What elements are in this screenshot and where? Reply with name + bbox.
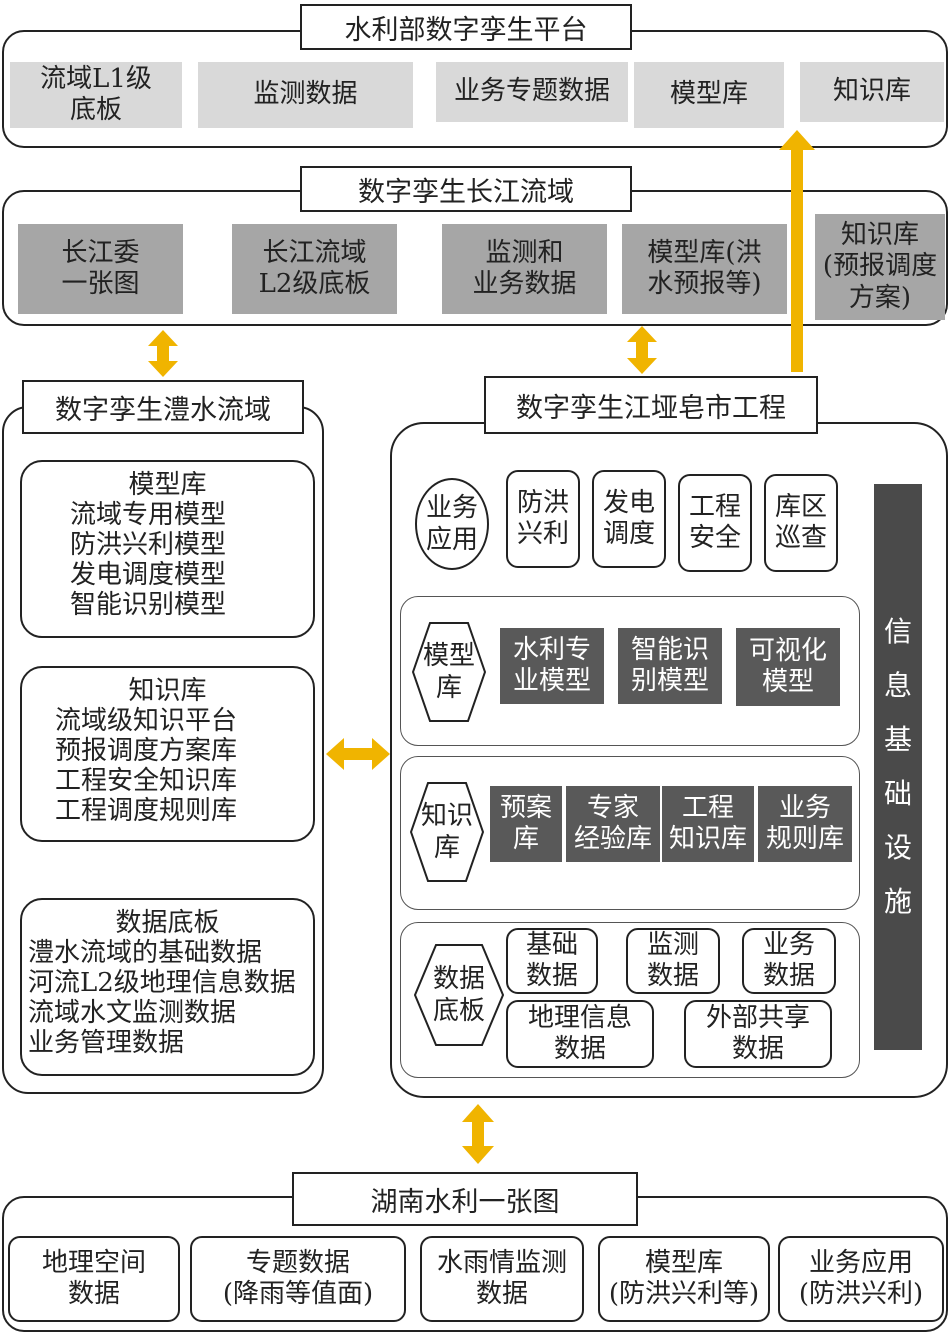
data-item-geographic: 地理信息 数据 <box>506 1000 654 1068</box>
jiangya-title: 数字孪生江垭皂市工程 <box>484 376 818 434</box>
changjiang-item-knowledge-lib: 知识库 (预报调度 方案) <box>815 214 945 320</box>
business-item-flood: 防洪 兴利 <box>506 470 580 568</box>
hunan-title: 湖南水利一张图 <box>292 1172 638 1226</box>
data-base-hexagon <box>414 944 504 1046</box>
knowledge-item-engineering: 工程 知识库 <box>662 786 754 862</box>
data-item-business: 业务 数据 <box>742 928 836 994</box>
infrastructure-char: 信 <box>883 615 912 648</box>
lishui-title: 数字孪生澧水流域 <box>22 380 304 434</box>
arrow-jiangya-hunan <box>462 1104 494 1164</box>
lishui-knowledge-lib: 知识库 流域级知识平台 预报调度方案库 工程安全知识库 工程调度规则库 <box>20 666 315 842</box>
changjiang-item-l2-base: 长江流域 L2级底板 <box>232 224 397 314</box>
data-item-basic: 基础 数据 <box>506 928 598 994</box>
data-base-label: 数据 底板 <box>432 963 485 1027</box>
lishui-data-line: 河流L2级地理信息数据 <box>28 968 296 998</box>
changjiang-item-map: 长江委 一张图 <box>18 224 183 314</box>
arrow-changjiang-lishui <box>148 330 178 377</box>
hunan-item-model-lib: 模型库 (防洪兴利等) <box>598 1236 770 1322</box>
model-item-visualization: 可视化 模型 <box>736 628 840 706</box>
ministry-item-knowledge-lib: 知识库 <box>800 62 944 122</box>
changjiang-item-model-lib: 模型库(洪 水预报等) <box>622 224 787 314</box>
business-item-power: 发电 调度 <box>592 470 666 568</box>
changjiang-title: 数字孪生长江流域 <box>300 166 632 212</box>
lishui-model-line: 发电调度模型 <box>70 560 227 590</box>
lishui-data-line: 业务管理数据 <box>28 1028 185 1058</box>
ministry-item-monitoring: 监测数据 <box>198 62 413 128</box>
lishui-knowledge-lib-heading: 知识库 <box>128 676 207 706</box>
lishui-knowledge-line: 工程调度规则库 <box>55 796 238 826</box>
hunan-item-thematic: 专题数据 (降雨等值面) <box>190 1236 406 1322</box>
arrow-lishui-jiangya <box>326 738 390 770</box>
lishui-data-base: 数据底板 澧水流域的基础数据 河流L2级地理信息数据 流域水文监测数据 业务管理… <box>20 898 315 1076</box>
arrow-jiangya-to-ministry <box>779 130 815 372</box>
changjiang-item-monitoring: 监测和 业务数据 <box>442 224 607 314</box>
ministry-item-model-lib: 模型库 <box>634 62 784 128</box>
model-item-professional: 水利专 业模型 <box>500 628 604 704</box>
lishui-model-line: 防洪兴利模型 <box>70 530 227 560</box>
lishui-data-line: 澧水流域的基础数据 <box>28 938 263 968</box>
knowledge-item-expert: 专家 经验库 <box>566 786 660 862</box>
business-item-patrol: 库区 巡查 <box>764 474 838 572</box>
lishui-knowledge-line: 流域级知识平台 <box>55 706 238 736</box>
ministry-platform-title: 水利部数字孪生平台 <box>300 4 632 50</box>
ministry-item-l1-base: 流域L1级 底板 <box>10 62 182 128</box>
lishui-model-line: 智能识别模型 <box>70 590 227 620</box>
knowledge-item-plan: 预案 库 <box>490 786 562 862</box>
business-app-label: 业务 应用 <box>415 478 489 570</box>
infrastructure-char: 础 <box>883 777 912 810</box>
model-lib-hexagon <box>412 622 486 722</box>
lishui-knowledge-line: 预报调度方案库 <box>55 736 238 766</box>
lishui-model-lib-heading: 模型库 <box>128 470 207 500</box>
arrow-changjiang-jiangya <box>627 326 657 374</box>
hunan-item-geospatial: 地理空间 数据 <box>8 1236 180 1322</box>
knowledge-lib-hexagon <box>410 782 484 882</box>
model-item-recognition: 智能识 别模型 <box>618 628 722 704</box>
knowledge-item-rules: 业务 规则库 <box>758 786 852 862</box>
hunan-item-business-app: 业务应用 (防洪兴利) <box>778 1236 944 1322</box>
infrastructure-char: 息 <box>883 669 912 702</box>
infrastructure-char: 基 <box>883 723 912 756</box>
model-lib-label: 模型 库 <box>422 640 475 704</box>
lishui-model-line: 流域专用模型 <box>70 500 227 530</box>
lishui-knowledge-line: 工程安全知识库 <box>55 766 238 796</box>
business-item-safety: 工程 安全 <box>678 474 752 572</box>
data-item-monitoring: 监测 数据 <box>626 928 720 994</box>
lishui-data-base-heading: 数据底板 <box>115 908 220 938</box>
ministry-item-thematic: 业务专题数据 <box>436 62 628 122</box>
lishui-data-line: 流域水文监测数据 <box>28 998 237 1028</box>
hunan-item-rain-monitoring: 水雨情监测 数据 <box>420 1236 584 1322</box>
lishui-model-lib: 模型库 流域专用模型 防洪兴利模型 发电调度模型 智能识别模型 <box>20 460 315 638</box>
data-item-external: 外部共享 数据 <box>684 1000 832 1068</box>
infrastructure-char: 施 <box>883 885 912 918</box>
infrastructure-char: 设 <box>883 831 912 864</box>
infrastructure-bar: 信 息 基 础 设 施 <box>874 484 922 1050</box>
knowledge-lib-label: 知识 库 <box>420 800 473 864</box>
